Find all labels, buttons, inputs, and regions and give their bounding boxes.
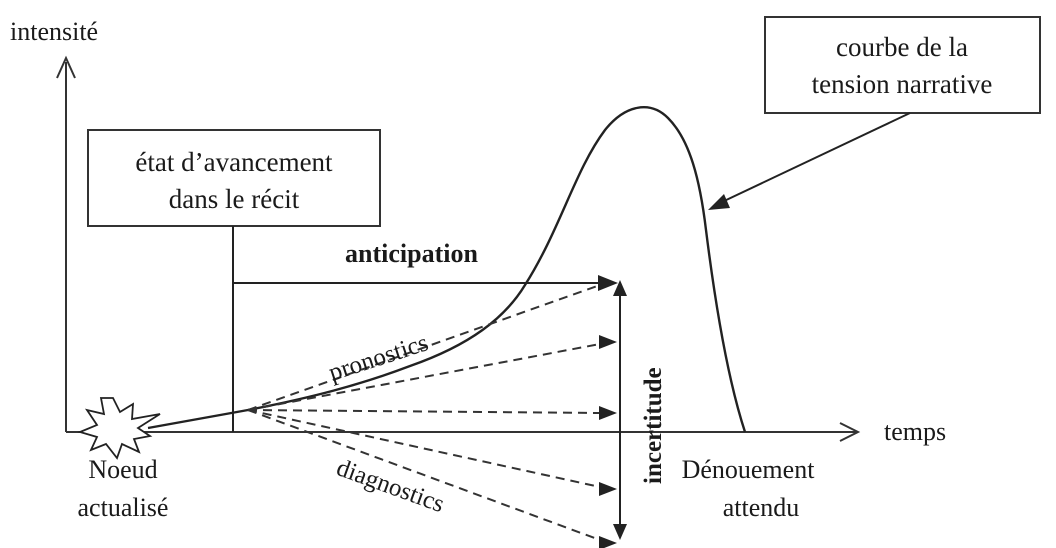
projection-line-3 (247, 409, 601, 414)
y-axis-label: intensité (10, 17, 98, 46)
diagnostics-label: diagnostics (333, 454, 448, 518)
uncertainty-arrowhead-top (613, 280, 627, 296)
curve-box-line1: courbe de la (836, 32, 968, 62)
end-label-line2: attendu (723, 493, 800, 522)
projection-arrowhead-2 (599, 335, 617, 349)
progress-box-line1: état d’avancement (135, 147, 333, 177)
x-axis-label: temps (884, 417, 946, 446)
origin-burst-icon (77, 397, 161, 460)
uncertainty-arrowhead-bottom (613, 524, 627, 540)
anticipation-arrowhead (598, 275, 618, 291)
projection-arrowhead-3 (599, 406, 617, 420)
projection-line-4 (247, 409, 601, 488)
curve-pointer-arrowhead (708, 194, 730, 210)
origin-label-line2: actualisé (78, 493, 169, 522)
projection-line-5 (247, 409, 601, 541)
curve-box-line2: tension narrative (812, 69, 993, 99)
origin-label-line1: Noeud (88, 455, 157, 484)
projection-arrowhead-4 (599, 482, 617, 496)
y-axis-arrowhead (56, 55, 76, 79)
tension-curve (147, 106, 747, 433)
end-label-line1: Dénouement (682, 455, 816, 484)
curve-pointer-arrow (721, 112, 911, 203)
anticipation-label: anticipation (345, 239, 478, 268)
uncertainty-label: incertitude (640, 367, 667, 484)
progress-box (87, 129, 381, 227)
projection-arrowhead-5 (599, 536, 617, 548)
projection-line-1 (247, 284, 601, 411)
curve-label-box (764, 16, 1041, 114)
x-axis-arrowhead (839, 422, 861, 442)
progress-box-line2: dans le récit (169, 184, 300, 214)
